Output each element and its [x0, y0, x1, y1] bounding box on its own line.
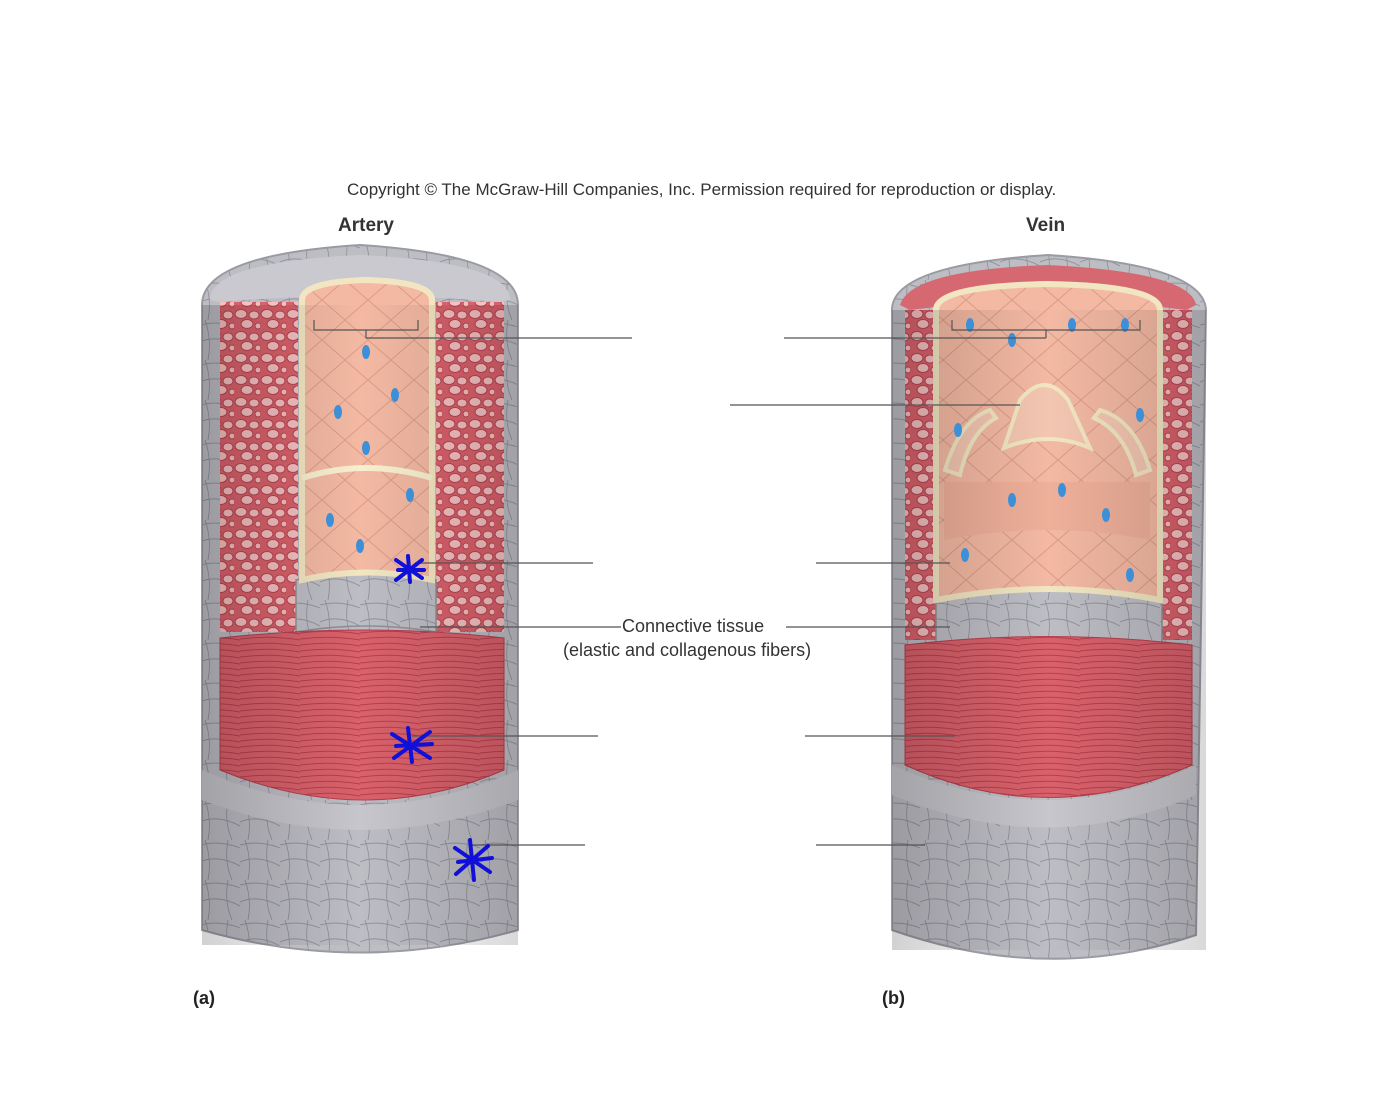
connective-tissue-label: Connective tissue — [622, 616, 765, 636]
vein-shading — [892, 310, 1206, 950]
panel-tag-a: (a) — [193, 988, 215, 1008]
artery-title: Artery — [338, 215, 394, 236]
panel-tag-b: (b) — [882, 988, 905, 1008]
asterisk-mark — [394, 554, 426, 584]
leader-lines — [366, 337, 1046, 846]
artery-nuclei — [326, 345, 414, 553]
brackets — [313, 320, 1141, 338]
vein-illustration — [891, 253, 1208, 960]
copyright-notice: Copyright © The McGraw-Hill Companies, I… — [347, 180, 1057, 199]
asterisk-mark — [390, 726, 434, 764]
artery-illustration — [201, 243, 519, 954]
asterisk-mark — [453, 838, 494, 882]
vein-nuclei — [954, 318, 1144, 582]
handwritten-asterisks — [390, 554, 494, 882]
artery-shading — [202, 305, 518, 945]
vein-bracket — [951, 320, 1141, 338]
connective-tissue-sublabel: (elastic and collagenous fibers) — [563, 640, 812, 660]
artery-bracket — [313, 320, 419, 338]
vein-title: Vein — [1026, 215, 1066, 236]
